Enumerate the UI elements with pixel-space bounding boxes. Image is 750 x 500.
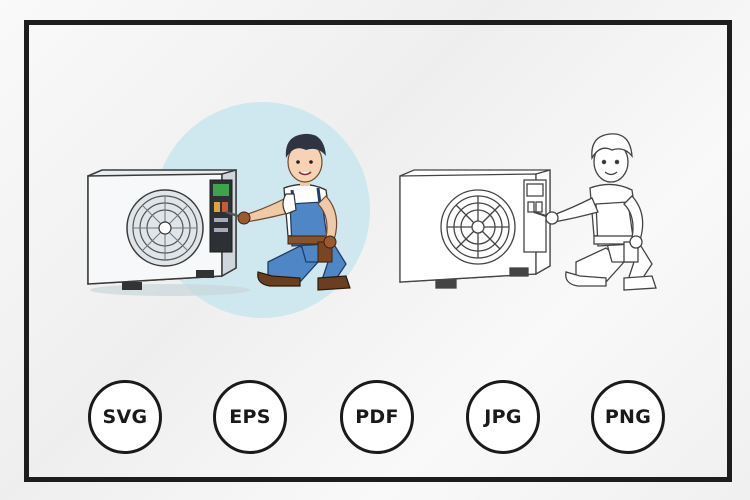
- format-badge-svg: SVG: [88, 380, 162, 454]
- format-badge-pdf: PDF: [340, 380, 414, 454]
- technician-repairing-ac-unit-lineart-icon: [399, 133, 657, 291]
- format-badge-eps: EPS: [213, 380, 287, 454]
- format-badge-jpg: JPG: [466, 380, 540, 454]
- technician-repairing-ac-unit-color-icon: [87, 102, 370, 318]
- format-badge-png: PNG: [591, 380, 665, 454]
- image-frame: [24, 20, 732, 482]
- file-format-badges: SVG EPS PDF JPG PNG: [0, 380, 750, 460]
